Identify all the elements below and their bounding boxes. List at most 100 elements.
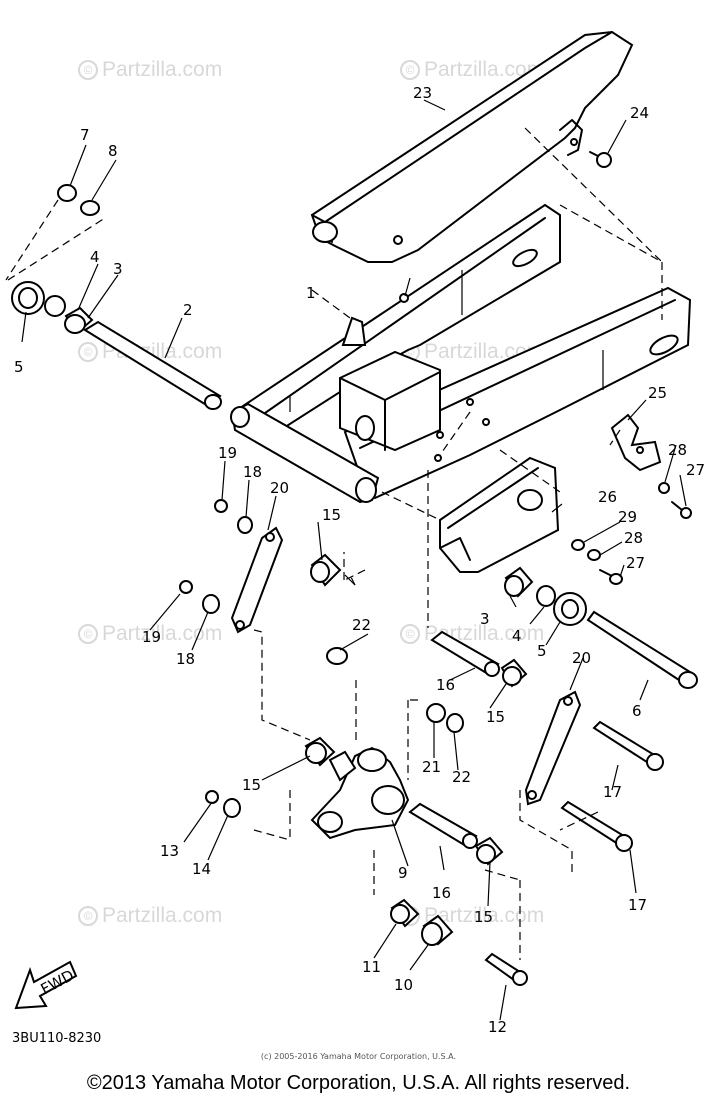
relay-arm-20-left bbox=[230, 526, 284, 634]
relay-arm-20-right bbox=[524, 690, 582, 806]
part-label: 19 bbox=[218, 444, 237, 462]
washer-21 bbox=[426, 703, 446, 723]
part-label: 19 bbox=[142, 628, 161, 646]
part-label: 27 bbox=[626, 554, 645, 572]
relay-arm-9 bbox=[310, 746, 410, 840]
watermark: ©Partzilla.com bbox=[78, 622, 222, 646]
bolt-27 bbox=[671, 501, 692, 519]
collar-15-left bbox=[304, 736, 336, 767]
pivot-shaft-2 bbox=[83, 320, 222, 410]
part-label: 17 bbox=[603, 783, 622, 801]
washer-28 bbox=[658, 482, 670, 494]
part-label: 3 bbox=[113, 260, 123, 278]
part-label: 3 bbox=[480, 610, 490, 628]
part-label: 18 bbox=[176, 650, 195, 668]
bracket-25 bbox=[610, 413, 662, 472]
part-label: 15 bbox=[322, 506, 341, 524]
chain-slider bbox=[439, 456, 560, 573]
part-label: 28 bbox=[668, 441, 687, 459]
part-label: 9 bbox=[398, 864, 408, 882]
part-label: 16 bbox=[436, 676, 455, 694]
part-label: 13 bbox=[160, 842, 179, 860]
collar-11 bbox=[390, 898, 420, 928]
bolt-17-upper bbox=[592, 720, 664, 771]
part-label: 29 bbox=[618, 508, 637, 526]
part-label: 26 bbox=[598, 488, 617, 506]
washer-8 bbox=[80, 200, 100, 216]
part-label: 1 bbox=[306, 284, 316, 302]
part-label: 17 bbox=[628, 896, 647, 914]
bolt-17-lower bbox=[560, 800, 633, 852]
bushing-3-right bbox=[504, 566, 534, 598]
part-label: 4 bbox=[90, 248, 100, 266]
part-label: 4 bbox=[512, 627, 522, 645]
part-number-labels: 23 24 7 8 4 3 5 1 2 25 19 18 20 28 27 26… bbox=[14, 84, 705, 994]
watermark: ©Partzilla.com bbox=[400, 58, 544, 82]
part-label: 12 bbox=[488, 1018, 507, 1036]
leader-lines bbox=[5, 99, 687, 1021]
part-label: 6 bbox=[632, 702, 642, 720]
copyright-mark-icon: © bbox=[78, 342, 98, 362]
washer-18-upper bbox=[237, 516, 253, 534]
part-label: 15 bbox=[242, 776, 261, 794]
part-label: 18 bbox=[243, 463, 262, 481]
part-label: 15 bbox=[474, 908, 493, 926]
part-label: 20 bbox=[572, 649, 591, 667]
pivot-bolt-6 bbox=[586, 610, 698, 689]
fwd-arrow-icon: FWD bbox=[14, 960, 78, 1010]
part-label: 20 bbox=[270, 479, 289, 497]
copyright-mark-icon: © bbox=[400, 60, 420, 80]
part-label: 22 bbox=[352, 616, 371, 634]
spacer-16-upper bbox=[430, 630, 500, 677]
copyright-mark-icon: © bbox=[78, 906, 98, 926]
part-label: 5 bbox=[14, 358, 24, 376]
part-label: 15 bbox=[486, 708, 505, 726]
copyright-mark-icon: © bbox=[400, 624, 420, 644]
nut-19-lower bbox=[179, 580, 193, 594]
nut-7 bbox=[57, 184, 77, 202]
washer-22-upper bbox=[326, 647, 348, 665]
diagram-code: 3BU110-8230 bbox=[12, 1031, 102, 1046]
part-label: 22 bbox=[452, 768, 471, 786]
part-label: 23 bbox=[413, 84, 432, 102]
part-label: 24 bbox=[630, 104, 649, 122]
part-label: 21 bbox=[422, 758, 441, 776]
part-label: 7 bbox=[80, 126, 90, 144]
spacer-16-lower bbox=[408, 802, 478, 849]
nut-13 bbox=[205, 790, 219, 804]
washer-22-lower bbox=[446, 713, 464, 733]
part-label: 25 bbox=[648, 384, 667, 402]
bolt-12 bbox=[484, 952, 528, 986]
collar-15-lower bbox=[474, 836, 504, 866]
chain-guard bbox=[310, 30, 634, 263]
copyright-notice: ©2013 Yamaha Motor Corporation, U.S.A. A… bbox=[86, 1072, 631, 1094]
watermark: ©Partzilla.com bbox=[78, 904, 222, 928]
swingarm bbox=[230, 203, 692, 504]
washer-14 bbox=[223, 798, 241, 818]
washer-18-lower bbox=[202, 594, 220, 614]
part-label: 27 bbox=[686, 461, 705, 479]
collar-15-right bbox=[500, 658, 528, 688]
watermark: ©Partzilla.com bbox=[78, 58, 222, 82]
bushing-3-left bbox=[64, 306, 94, 334]
nut-19-upper bbox=[214, 499, 228, 513]
small-copyright: (c) 2005-2016 Yamaha Motor Corporation, … bbox=[260, 1052, 457, 1061]
seal-5-left bbox=[11, 281, 45, 315]
copyright-mark-icon: © bbox=[78, 60, 98, 80]
part-label: 5 bbox=[537, 642, 547, 660]
washer-4-right bbox=[536, 585, 556, 607]
fasteners-29-28-27 bbox=[571, 539, 623, 585]
copyright-mark-icon: © bbox=[78, 624, 98, 644]
collar-15-upper bbox=[310, 553, 342, 587]
part-label: 14 bbox=[192, 860, 211, 878]
part-label: 28 bbox=[624, 529, 643, 547]
part-label: 8 bbox=[108, 142, 118, 160]
part-label: 2 bbox=[183, 301, 193, 319]
part-label: 10 bbox=[394, 976, 413, 994]
part-label: 16 bbox=[432, 884, 451, 902]
part-label: 11 bbox=[362, 958, 381, 976]
washer-4-left bbox=[44, 295, 66, 317]
collar-10 bbox=[421, 914, 454, 946]
